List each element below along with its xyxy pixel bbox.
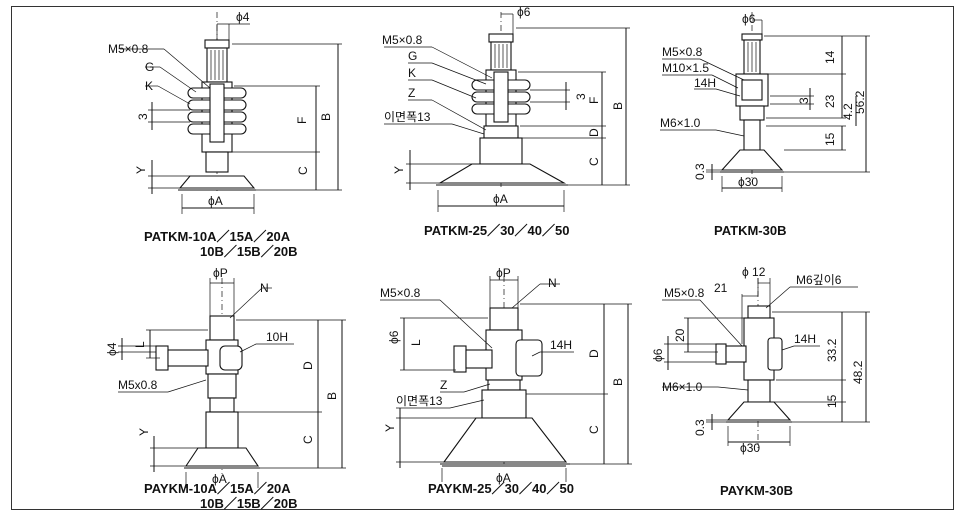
label-phi-a: ϕA: [212, 472, 227, 486]
label-phi-30: ϕ30: [738, 175, 758, 189]
label-g: G: [145, 60, 154, 74]
label-b: B: [611, 378, 625, 386]
label-phi-p: ϕP: [496, 266, 511, 280]
label-dim-15: 15: [823, 132, 837, 146]
label-m5: M5×0.8: [380, 286, 421, 300]
label-d: D: [587, 128, 601, 137]
label-m6: M6×1.0: [662, 380, 703, 394]
label-m5: M5×0.8: [662, 45, 703, 59]
label-m10: M10×1.5: [662, 61, 709, 75]
caption-paykm-30b: PAYKM-30B: [720, 483, 793, 498]
label-y: Y: [383, 424, 397, 432]
label-phi-p: ϕP: [213, 266, 228, 280]
caption-paykm-10: PAYKM-10A／15A／20A: [144, 481, 291, 496]
label-c: C: [587, 157, 601, 166]
label-phi-6: ϕ6: [651, 348, 665, 362]
label-y: Y: [392, 166, 406, 174]
label-k: K: [145, 79, 153, 93]
label-n: N: [260, 281, 269, 295]
label-c: C: [296, 166, 310, 175]
label-l: L: [133, 341, 147, 348]
label-phi-a: ϕA: [208, 194, 223, 208]
label-d: D: [587, 349, 601, 358]
label-width: 이면폭13: [396, 394, 443, 408]
label-y: Y: [137, 428, 151, 436]
label-14h: 14H: [694, 76, 716, 90]
label-width: 이면폭13: [384, 110, 431, 124]
label-dim-4-2: 4.2: [841, 103, 855, 120]
label-z: Z: [408, 86, 415, 100]
label-14h: 14H: [550, 338, 572, 352]
label-k: K: [408, 66, 416, 80]
label-phi-12: ϕ 12: [742, 265, 766, 279]
label-b: B: [325, 392, 339, 400]
label-14h: 14H: [794, 332, 816, 346]
label-dim-14: 14: [823, 50, 837, 64]
label-10h: 10H: [266, 330, 288, 344]
caption-paykm-10-sub: 10B／15B／20B: [200, 496, 298, 511]
label-y: Y: [134, 166, 148, 174]
label-g: G: [408, 49, 417, 63]
label-dim-15: 15: [825, 394, 839, 408]
label-dim-23: 23: [823, 94, 837, 108]
label-m6: M6×1.0: [660, 116, 701, 130]
label-dim-21: 21: [714, 281, 728, 295]
label-b: B: [319, 113, 333, 121]
label-f: F: [295, 117, 309, 124]
label-b: B: [611, 102, 625, 110]
drawing-patkm-25: ϕ6 M5×0.8 G K Z 이면폭13 3 F B D C Y ϕA PAT…: [382, 5, 630, 238]
label-d: D: [301, 361, 315, 370]
label-z: Z: [440, 378, 447, 392]
label-dim-3: 3: [797, 97, 811, 104]
label-phi-30: ϕ30: [740, 441, 760, 455]
drawing-paykm-10: ϕP N ϕ4 L 10H M5x0.8 D B C Y ϕA PAYKM-10…: [105, 266, 346, 511]
label-phi-4: ϕ4: [105, 342, 119, 356]
drawing-patkm-30b: ϕ6 M5×0.8 M10×1.5 14H M6×1.0 14 3 23 4.2…: [660, 12, 870, 238]
drawing-paykm-25: ϕP N M5×0.8 ϕ6 L 14H D Z 이면폭13 B C Y ϕA …: [380, 266, 632, 496]
drawing-frame: [11, 6, 954, 510]
label-dim-33-2: 33.2: [825, 338, 839, 362]
caption-paykm-25: PAYKM-25／30／40／50: [428, 481, 574, 496]
caption-patkm-10: PATKM-10A／15A／20A: [144, 229, 291, 244]
label-m5: M5×0.8: [108, 42, 149, 56]
label-c: C: [587, 425, 601, 434]
label-m5: M5x0.8: [118, 378, 158, 392]
label-f: F: [587, 97, 601, 104]
caption-patkm-25: PATKM-25／30／40／50: [424, 223, 569, 238]
label-l: L: [409, 339, 423, 346]
label-c: C: [301, 435, 315, 444]
label-phi-top: ϕ6: [517, 5, 531, 19]
label-dim-3: 3: [136, 113, 150, 120]
label-phi-6: ϕ6: [387, 330, 401, 344]
label-dim-48-2: 48.2: [851, 360, 865, 384]
label-phi-top: ϕ6: [742, 12, 756, 26]
label-dim-0-3: 0.3: [693, 163, 707, 180]
drawing-paykm-30b: ϕ 12 21 M6깊이6 M5×0.8 20 ϕ6 14H 33.2 48.2…: [651, 265, 870, 498]
label-m5: M5×0.8: [664, 286, 705, 300]
label-dim-0-3: 0.3: [693, 419, 707, 436]
label-m5: M5×0.8: [382, 33, 423, 47]
label-dim-20: 20: [673, 328, 687, 342]
label-phi-top: ϕ4: [236, 10, 250, 24]
label-n: N: [548, 276, 557, 290]
label-phi-a: ϕA: [496, 471, 511, 485]
caption-patkm-10-sub: 10B／15B／20B: [200, 244, 298, 259]
label-phi-a: ϕA: [493, 192, 508, 206]
label-dim-3: 3: [574, 93, 588, 100]
drawing-patkm-10: ϕ4 M5×0.8 G K 3 F B C Y ϕA PATKM-10A／15A…: [108, 10, 342, 259]
label-dim-56-2: 56.2: [853, 90, 867, 114]
caption-patkm-30b: PATKM-30B: [714, 223, 786, 238]
label-m6-depth: M6깊이6: [796, 273, 842, 287]
